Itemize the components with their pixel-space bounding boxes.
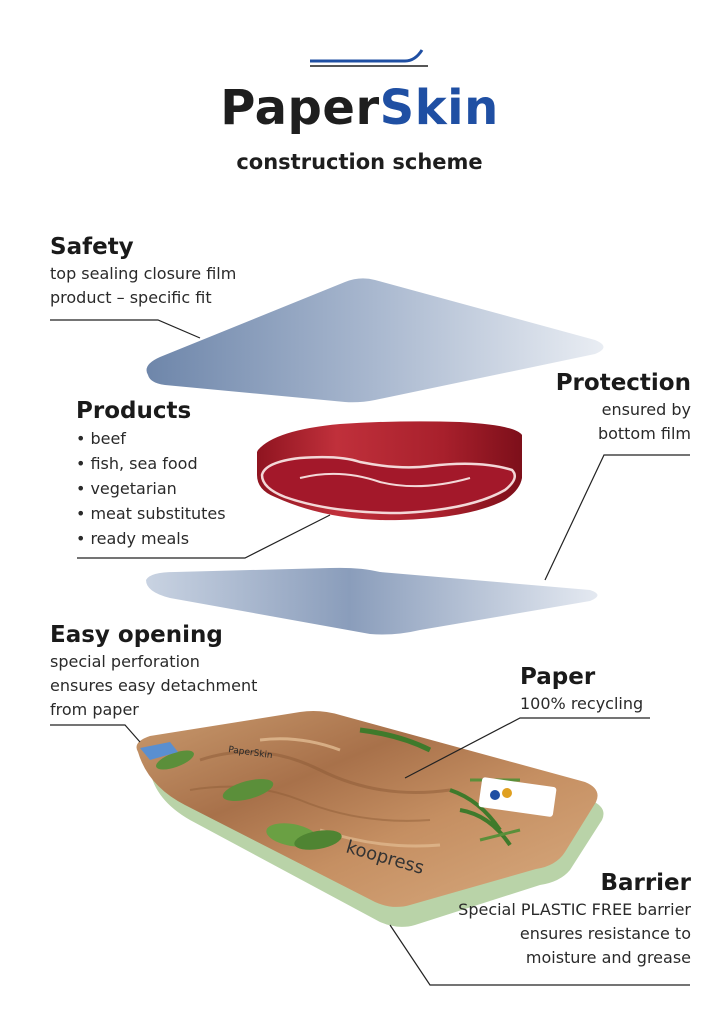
barrier-line-1: Special PLASTIC FREE barrier [458,900,691,919]
paper-line-1: 100% recycling [520,694,644,713]
brand-logo: PaperSkin [0,78,719,138]
barrier-line-3: moisture and grease [525,948,691,967]
paper-label: Paper 100% recycling [520,662,643,716]
easy-opening-line-3: from paper [50,700,139,719]
easy-opening-title: Easy opening [50,622,223,648]
brand-part-paper: Paper [220,80,380,136]
product-item: meat substitutes [76,501,225,526]
page-subtitle: construction scheme [236,150,483,174]
easy-opening-line-1: special perforation [50,652,200,671]
safety-line-2: product – specific fit [50,288,212,307]
product-item: vegetarian [76,476,226,501]
product-item: beef [76,426,226,451]
leader-lines [50,319,690,986]
protection-label: Protection ensured by bottom film [556,368,691,446]
safety-title: Safety [50,234,134,260]
safety-line-1: top sealing closure film [50,264,237,283]
safety-label: Safety top sealing closure film product … [50,232,236,310]
barrier-title: Barrier [600,870,691,896]
top-sealing-film [146,278,604,403]
product-item: fish, sea food [76,451,226,476]
meat-product [257,421,522,521]
protection-title: Protection [555,370,691,396]
brand-part-skin: Skin [379,80,499,136]
easy-opening-line-2: ensures easy detachment [50,676,258,695]
barrier-line-2: ensures resistance to [519,924,691,943]
protection-line-2: bottom film [597,424,691,443]
bottom-film [146,567,598,635]
paper-tray: PaperSkin koopress [136,711,598,907]
products-label: Products beef fish, sea food vegetarian … [76,396,226,551]
product-item: ready meals [76,526,226,551]
brand-swoosh [310,49,428,67]
paper-title: Paper [520,664,596,690]
protection-line-1: ensured by [601,400,691,419]
products-title: Products [76,398,192,424]
barrier-label: Barrier Special PLASTIC FREE barrier ens… [458,868,691,970]
easy-opening-label: Easy opening special perforation ensures… [50,620,257,722]
products-list: beef fish, sea food vegetarian meat subs… [76,426,226,551]
